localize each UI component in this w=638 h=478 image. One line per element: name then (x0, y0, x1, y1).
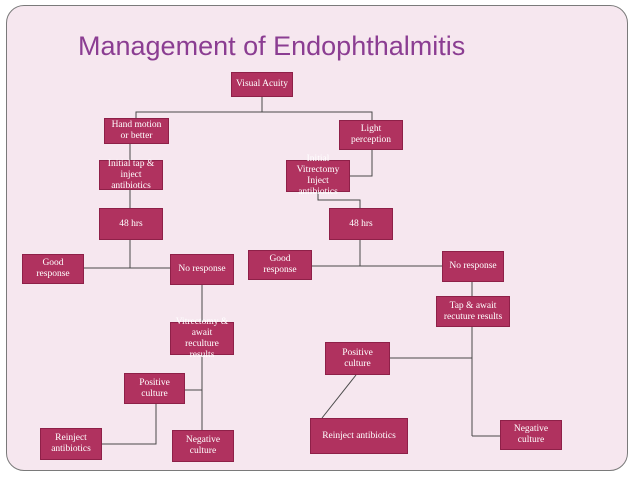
node-right-no-response: No response (442, 251, 504, 282)
node-initial-vitrectomy: Initial Vitrectomy Inject antibiotics (286, 154, 350, 197)
node-right-48hrs: 48 hrs (329, 208, 393, 240)
node-right-positive-culture: Positive culture (325, 342, 390, 375)
connector-48-responses (84, 240, 131, 269)
node-visual-acuity: Visual Acuity (231, 72, 293, 97)
page-title: Management of Endophthalmitis (78, 31, 466, 61)
connector-48-right-responses (312, 240, 361, 267)
node-tap-await: Tap & await recuture results (436, 296, 510, 327)
node-vitrectomy-reculture: Vitrectomy & await reculture results (170, 317, 234, 360)
node-hand-motion: Hand motion or better (104, 118, 169, 144)
node-left-good-response: Good response (22, 254, 84, 284)
connector-positive-reinject-right (321, 374, 357, 419)
node-right-reinject: Reinject antibiotics (310, 418, 408, 454)
connector-vitrectomy-48 (317, 192, 361, 208)
node-left-reinject: Reinject antibiotics (40, 428, 102, 460)
node-light-perception: Light perception (339, 120, 403, 150)
node-right-negative-culture: Negative culture (500, 420, 562, 450)
connector-light-vitrectomy (350, 150, 373, 177)
connector-root-left (135, 97, 263, 118)
connector-positive-reinject (102, 404, 157, 445)
node-left-negative-culture: Negative culture (172, 430, 234, 462)
node-right-good-response: Good response (248, 250, 312, 280)
node-initial-tap: Initial tap & inject antibiotics (99, 159, 163, 191)
node-left-positive-culture: Positive culture (124, 373, 185, 404)
node-left-48hrs: 48 hrs (99, 208, 163, 240)
connector-root-right (262, 111, 373, 120)
node-left-no-response: No response (170, 254, 234, 285)
